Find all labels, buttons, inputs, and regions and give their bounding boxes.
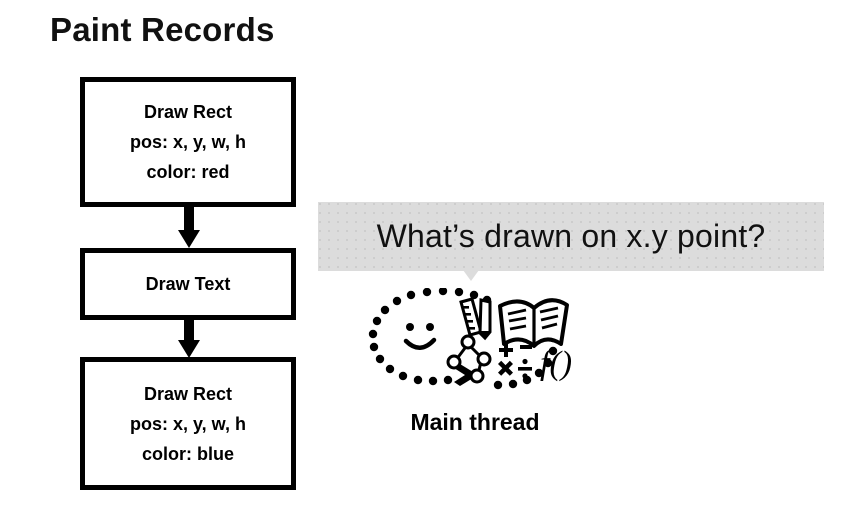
tree-diagram-icon <box>446 334 492 384</box>
record-line-pos: pos: x, y, w, h <box>129 413 246 434</box>
down-arrow-icon <box>178 207 200 248</box>
down-arrow-icon <box>178 320 200 358</box>
record-line-color: color: red <box>146 162 230 182</box>
page-title: Paint Records <box>50 11 275 48</box>
question-speech-bubble: What’s drawn on x.y point? <box>318 202 824 271</box>
paint-record-box-draw-text: Draw Text <box>80 248 296 320</box>
math-operators-icon <box>498 343 532 379</box>
record-line-title: Draw Text <box>145 274 231 294</box>
arrow-head <box>178 230 200 248</box>
paint-record-box-draw-rect-blue: Draw Rect pos: x, y, w, h color: blue <box>80 357 296 490</box>
open-book-icon <box>498 298 569 348</box>
arrow-shaft <box>184 320 194 341</box>
record-line-pos: pos: x, y, w, h <box>129 132 246 152</box>
smiley-face-icon <box>403 323 437 350</box>
speech-bubble-tail-icon <box>463 270 479 281</box>
svg-text:f(): f() <box>540 345 572 382</box>
question-text: What’s drawn on x.y point? <box>376 218 766 254</box>
record-line-color: color: blue <box>141 443 234 464</box>
arrow-head <box>178 340 200 358</box>
main-thread-caption: Main thread <box>410 409 540 435</box>
function-notation-icon: f() <box>540 345 572 382</box>
chevron-pointer-icon <box>454 364 478 386</box>
pencil-icon <box>478 298 492 341</box>
thinking-brain-icon: f() <box>368 288 583 398</box>
paint-record-box-draw-rect-red: Draw Rect pos: x, y, w, h color: red <box>80 77 296 207</box>
record-line-title: Draw Rect <box>143 102 233 122</box>
ruler-icon <box>459 297 483 337</box>
record-line-title: Draw Rect <box>143 383 233 404</box>
arrow-shaft <box>184 207 194 231</box>
